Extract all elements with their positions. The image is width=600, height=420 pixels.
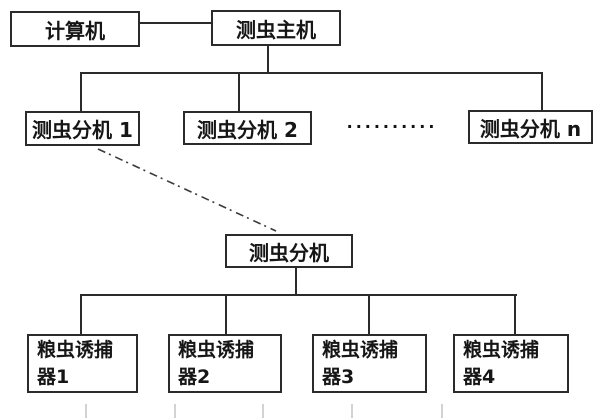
node-computer-label: 计算机: [45, 18, 105, 43]
connector-detail-drop: [295, 266, 297, 296]
bottom-tick-mark: [351, 404, 353, 418]
drop-trap3: [368, 294, 370, 336]
node-trap-2: 粮虫诱捕 器2: [168, 334, 282, 393]
drop-branch-n: [541, 72, 543, 112]
node-computer: 计算机: [10, 11, 140, 47]
node-branch-n-label: 测虫分机 n: [479, 116, 582, 141]
drop-branch2: [238, 72, 240, 113]
node-branch-detail: 测虫分机: [225, 234, 353, 268]
node-branch-1: 测虫分机 1: [25, 111, 140, 146]
node-branch-detail-label: 测虫分机: [249, 240, 329, 265]
bottom-tick-mark: [174, 404, 176, 418]
drop-trap1: [80, 294, 82, 336]
node-trap-4-line2: 器4: [463, 365, 496, 388]
connector-host-drop: [267, 44, 269, 74]
drop-trap4: [514, 294, 516, 336]
bottom-tick-mark: [85, 404, 87, 418]
node-trap-1-line2: 器1: [37, 365, 70, 388]
node-trap-1: 粮虫诱捕 器1: [27, 334, 138, 393]
node-trap-4-line1: 粮虫诱捕: [463, 338, 540, 361]
node-branch-n: 测虫分机 n: [468, 110, 593, 144]
node-branch-2: 测虫分机 2: [183, 111, 312, 145]
node-trap-2-line1: 粮虫诱捕: [178, 338, 255, 361]
node-trap-1-line1: 粮虫诱捕: [37, 338, 114, 361]
node-trap-4: 粮虫诱捕 器4: [453, 334, 569, 393]
node-trap-3-line1: 粮虫诱捕: [322, 338, 399, 361]
branch-continuation-dots: ··········: [346, 117, 438, 136]
node-host-label: 测虫主机: [236, 17, 316, 42]
node-trap-3-line2: 器3: [322, 365, 355, 388]
node-branch-2-label: 测虫分机 2: [197, 117, 298, 142]
drop-branch1: [80, 72, 82, 113]
connector-computer-host: [139, 22, 212, 24]
bottom-tick-mark: [441, 404, 443, 418]
bottom-tick-mark: [262, 404, 264, 418]
bus-lower: [80, 294, 517, 296]
node-branch-1-label: 测虫分机 1: [32, 118, 133, 142]
bus-upper: [80, 72, 543, 74]
drop-trap2: [225, 294, 227, 336]
node-host: 测虫主机: [211, 10, 341, 46]
node-trap-3: 粮虫诱捕 器3: [312, 334, 427, 393]
node-trap-2-line2: 器2: [178, 365, 211, 388]
